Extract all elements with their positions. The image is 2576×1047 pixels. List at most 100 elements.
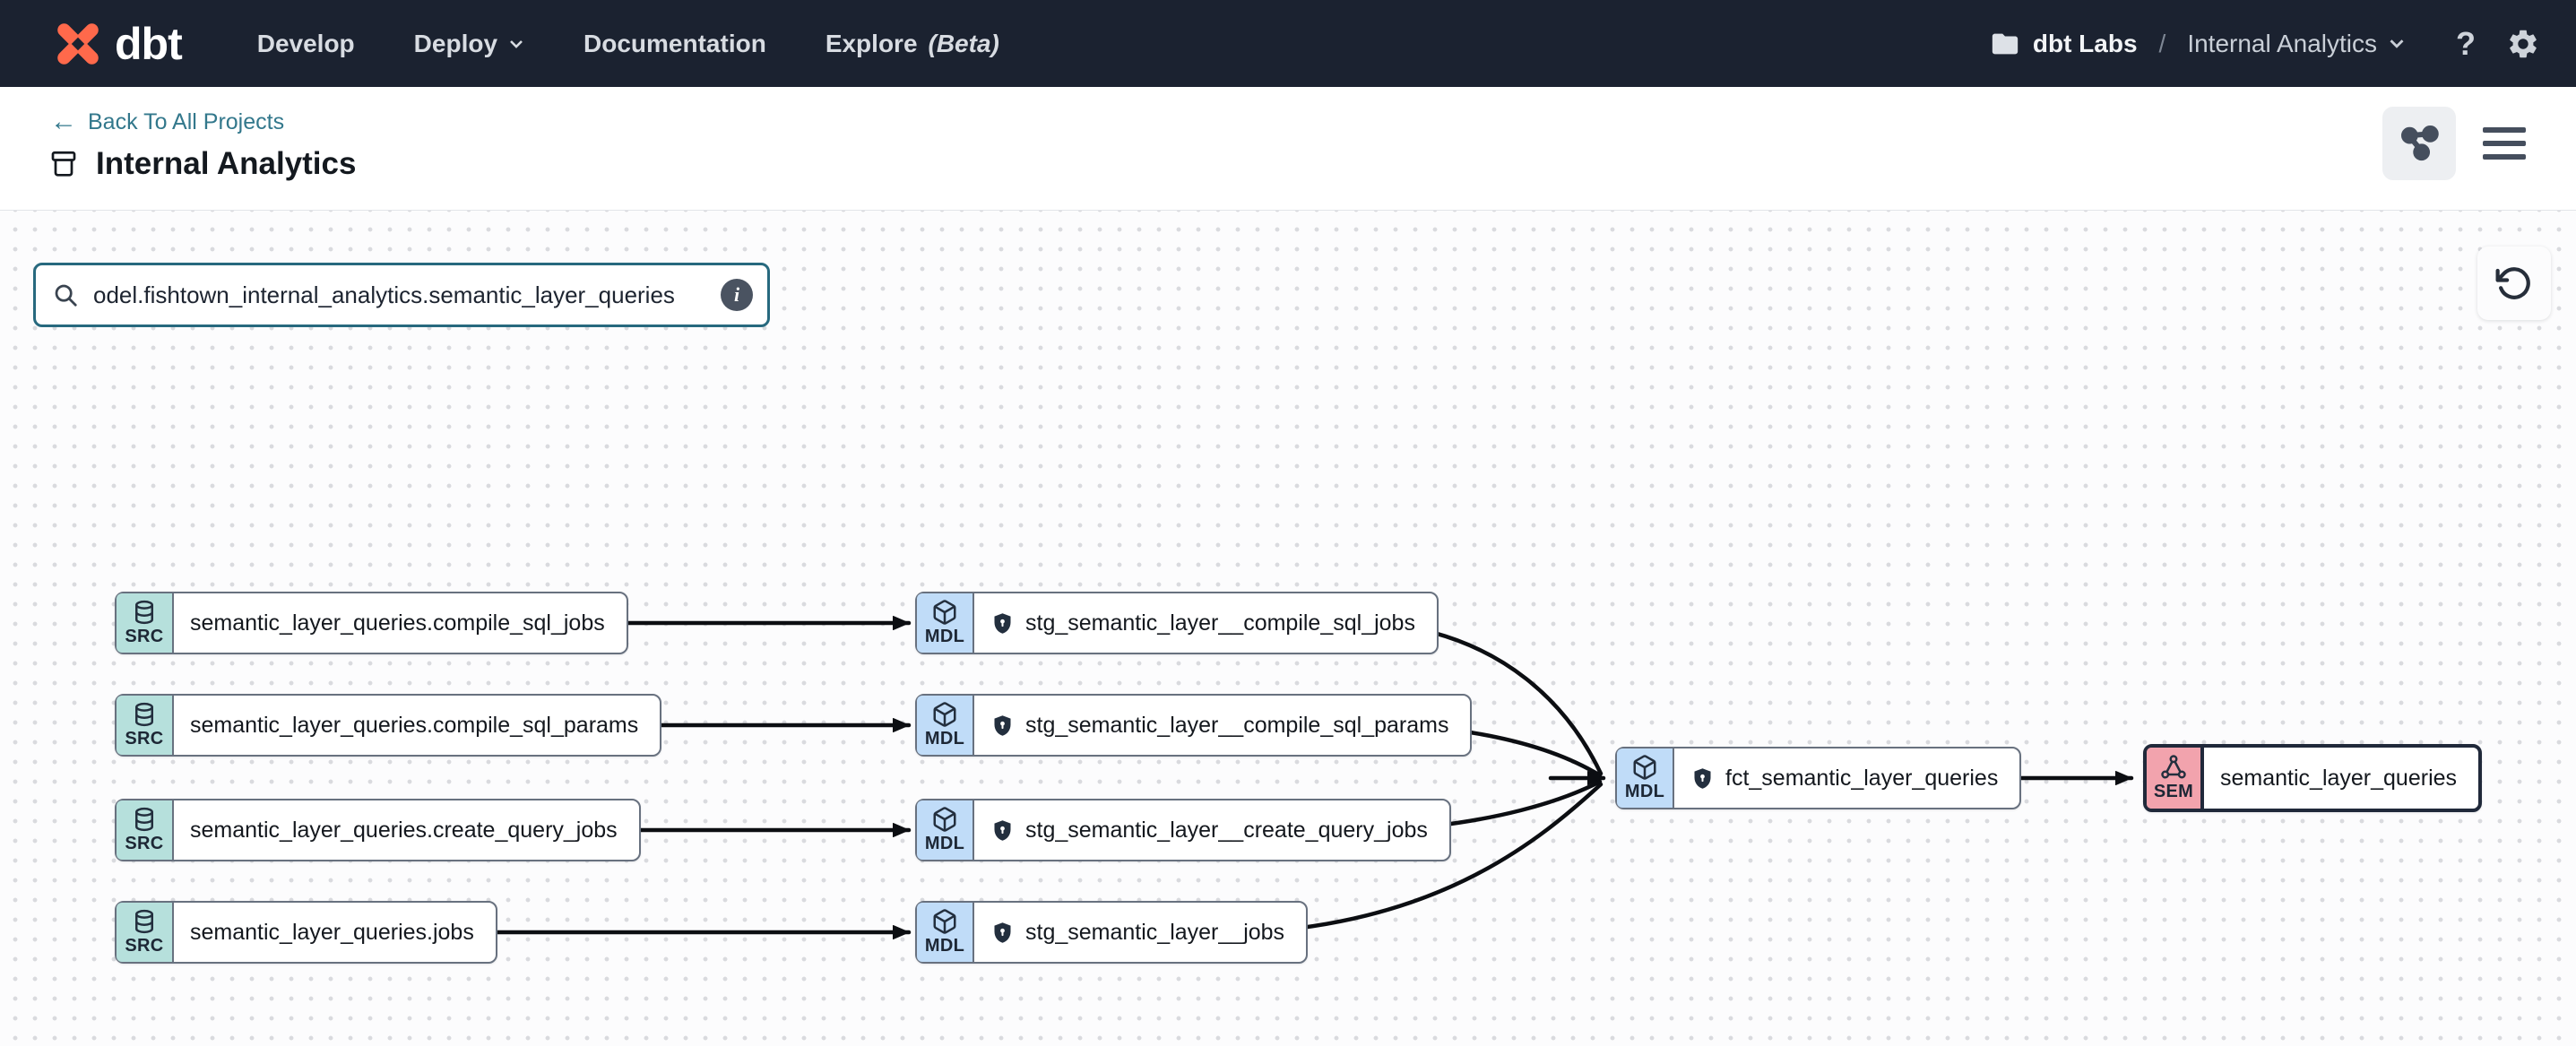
chevron-down-icon [2390, 39, 2404, 48]
settings-gear-icon[interactable] [2506, 27, 2540, 61]
node-body: semantic_layer_queries.create_query_jobs [174, 800, 639, 860]
nav-item-deploy[interactable]: Deploy [414, 30, 524, 58]
logo-text: dbt [115, 18, 183, 69]
model-cube-icon [1633, 755, 1656, 780]
node-body: semantic_layer_queries [2204, 748, 2478, 809]
shield-check-icon [994, 819, 1011, 841]
node-label: stg_semantic_layer__jobs [1025, 919, 1285, 945]
lineage-view-button[interactable] [2382, 107, 2456, 180]
badge-label: MDL [924, 834, 965, 853]
nav-item-documentation[interactable]: Documentation [583, 30, 766, 58]
shield-check-icon [994, 714, 1011, 736]
semantic-model-icon [2161, 755, 2186, 779]
node-badge: MDL [917, 800, 974, 860]
node-label: semantic_layer_queries.compile_sql_param… [190, 712, 639, 738]
node-badge: SRC [117, 593, 174, 653]
account-breadcrumb: dbt Labs / Internal Analytics [1990, 29, 2406, 59]
back-arrow-icon: ← [50, 107, 77, 136]
shield-check-icon [994, 612, 1011, 634]
search-icon [55, 284, 77, 307]
badge-label: MDL [924, 729, 965, 748]
node-label: semantic_layer_queries.jobs [190, 919, 474, 945]
graph-node-source-compile-sql-params[interactable]: SRC semantic_layer_queries.compile_sql_p… [115, 694, 662, 757]
project-name: Internal Analytics [2187, 29, 2377, 57]
nav-label: Develop [256, 29, 355, 57]
node-body: semantic_layer_queries.compile_sql_jobs [174, 593, 627, 653]
nav-label: Documentation [583, 29, 766, 57]
nav-item-develop[interactable]: Develop [257, 30, 355, 58]
node-badge: MDL [917, 903, 974, 962]
model-cube-icon [933, 702, 956, 727]
node-label: fct_semantic_layer_queries [1725, 765, 1999, 791]
folder-icon [1992, 33, 2018, 54]
badge-label: SEM [2153, 782, 2194, 801]
node-body: semantic_layer_queries.compile_sql_param… [174, 696, 660, 755]
shield-check-icon [994, 922, 1011, 943]
node-label: stg_semantic_layer__compile_sql_jobs [1025, 610, 1415, 636]
database-icon [135, 600, 153, 625]
graph-node-semantic-layer-queries[interactable]: SEM semantic_layer_queries [2143, 744, 2483, 812]
menu-icon [2483, 127, 2526, 133]
node-label: semantic_layer_queries.compile_sql_jobs [190, 610, 605, 636]
model-cube-icon [933, 807, 956, 832]
graph-node-stg-compile-sql-params[interactable]: MDL stg_semantic_layer__compile_sql_para… [915, 694, 1473, 757]
dbt-logo[interactable]: dbt [50, 16, 183, 72]
badge-label: SRC [125, 627, 164, 646]
node-label: stg_semantic_layer__compile_sql_params [1025, 712, 1449, 738]
graph-node-source-create-query-jobs[interactable]: SRC semantic_layer_queries.create_query_… [115, 799, 641, 861]
page-title: Internal Analytics [96, 146, 357, 181]
node-badge: SRC [117, 903, 174, 962]
search-box: i [33, 263, 770, 327]
shield-check-icon [1694, 767, 1711, 789]
project-selector[interactable]: Internal Analytics [2187, 30, 2406, 58]
lineage-canvas[interactable]: i SRC semantic_layer_queries.compile_sql… [0, 211, 2576, 1046]
title-row: Internal Analytics [48, 146, 356, 182]
badge-label: SRC [125, 729, 164, 748]
search-input[interactable] [91, 280, 708, 310]
reset-view-button[interactable] [2477, 247, 2551, 320]
database-icon [135, 807, 153, 832]
nav-right: dbt Labs / Internal Analytics ? [1990, 25, 2540, 63]
database-icon [135, 909, 153, 934]
graph-node-stg-compile-sql-jobs[interactable]: MDL stg_semantic_layer__compile_sql_jobs [915, 592, 1439, 654]
node-badge: MDL [917, 593, 974, 653]
node-body: stg_semantic_layer__compile_sql_params [974, 696, 1470, 755]
node-badge: MDL [917, 696, 974, 755]
top-nav: dbt Develop Deploy Documentation Explore… [0, 0, 2576, 87]
badge-label: SRC [125, 936, 164, 956]
badge-label: MDL [1624, 782, 1665, 801]
nav-item-explore[interactable]: Explore (Beta) [826, 30, 999, 58]
node-label: stg_semantic_layer__create_query_jobs [1025, 817, 1428, 843]
graph-node-stg-jobs[interactable]: MDL stg_semantic_layer__jobs [915, 901, 1309, 964]
account-name: dbt Labs [2032, 29, 2138, 57]
badge-label: MDL [924, 627, 965, 646]
project-header: ← Back To All Projects Internal Analytic… [0, 87, 2576, 211]
project-box-icon [51, 151, 76, 177]
node-badge: SRC [117, 800, 174, 860]
help-icon[interactable]: ? [2456, 24, 2476, 62]
node-body: fct_semantic_layer_queries [1674, 748, 2019, 808]
graph-node-source-jobs[interactable]: SRC semantic_layer_queries.jobs [115, 901, 497, 964]
header-actions [2382, 107, 2529, 180]
node-badge: MDL [1617, 748, 1674, 808]
node-badge: SEM [2147, 748, 2204, 809]
node-body: stg_semantic_layer__create_query_jobs [974, 800, 1449, 860]
reset-icon [2495, 267, 2530, 299]
back-link[interactable]: ← Back To All Projects [50, 108, 284, 135]
node-body: stg_semantic_layer__compile_sql_jobs [974, 593, 1437, 653]
chevron-down-icon [510, 39, 523, 48]
nav-label: Explore [825, 29, 918, 57]
graph-node-fct-semantic-layer-queries[interactable]: MDL fct_semantic_layer_queries [1615, 747, 2022, 809]
explore-beta-label: (Beta) [928, 29, 999, 57]
main-nav: Develop Deploy Documentation Explore (Be… [257, 30, 999, 58]
info-icon[interactable]: i [721, 279, 753, 311]
badge-label: SRC [125, 834, 164, 853]
breadcrumb-separator: / [2158, 29, 2166, 57]
model-cube-icon [933, 909, 956, 934]
graph-node-stg-create-query-jobs[interactable]: MDL stg_semantic_layer__create_query_job… [915, 799, 1451, 861]
node-label: semantic_layer_queries.create_query_jobs [190, 817, 618, 843]
node-badge: SRC [117, 696, 174, 755]
graph-node-source-compile-sql-jobs[interactable]: SRC semantic_layer_queries.compile_sql_j… [115, 592, 628, 654]
database-icon [135, 702, 153, 727]
menu-button[interactable] [2479, 118, 2529, 169]
